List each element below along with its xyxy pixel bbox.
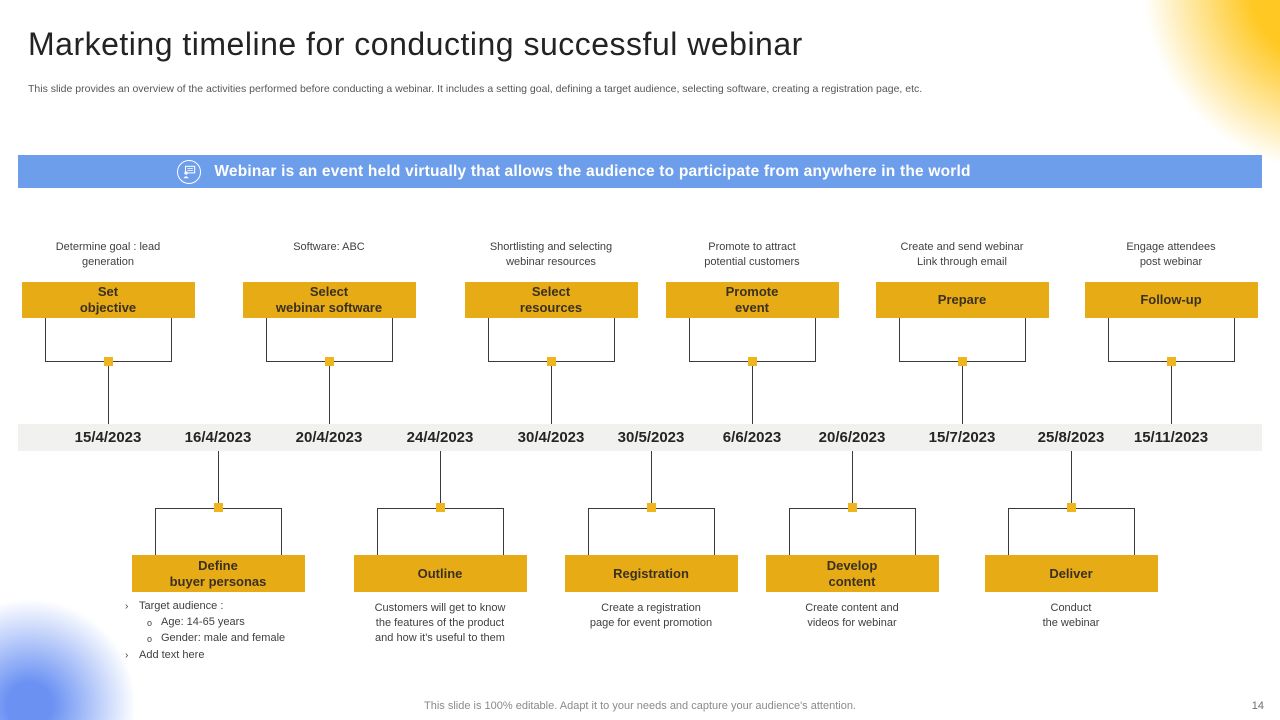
activity-label: Select resources [519,284,583,315]
connector-bracket [788,508,916,555]
presenter-icon [177,159,202,184]
connector-stem [217,451,219,508]
definition-banner: Webinar is an event held virtually that … [18,155,1262,188]
bullet-marker: o [147,617,153,628]
connector-marker [847,503,857,512]
bullet-marker: o [147,634,153,644]
bullet-marker: › [125,649,129,661]
timeline-date-bar: 15/4/2023 16/4/2023 20/4/2023 24/4/2023 … [18,424,1262,451]
connector-marker [324,357,334,366]
connector-marker [103,357,113,366]
activity-box: Follow-up [1084,282,1258,318]
activity-description: Create content and videos for webinar [805,602,899,629]
date-label: 15/11/2023 [1133,429,1209,446]
bullet-item: o Gender: male and female [147,631,323,648]
date-label: 25/8/2023 [1037,429,1105,446]
activity-bullet-list: › Target audience : o Age: 14-65 years o… [125,599,323,663]
bullet-item: › Target audience : [125,599,323,615]
activity-description: Software: ABC [293,241,365,253]
banner-text: Webinar is an event held virtually that … [214,162,971,180]
page-title: Marketing timeline for conducting succes… [28,26,803,62]
activity-description: Conduct the webinar [1042,602,1100,629]
connector-stem [439,451,441,508]
activity-box: Deliver [984,555,1158,592]
bullet-item: o Age: 14-65 years [147,615,323,632]
activity-box: Registration [564,555,738,592]
activity-description: Engage attendees post webinar [1126,241,1216,268]
activity-description: Customers will get to know the features … [374,602,506,644]
bullet-text: Age: 14-65 years [161,615,245,628]
connector-bracket [587,508,715,555]
connector-stem [107,362,109,424]
connector-marker [1066,503,1076,512]
connector-stem [550,362,552,424]
connector-stem [1070,451,1072,508]
activity-box: Define buyer personas [131,555,305,592]
connector-marker [546,357,556,366]
activity-label: Outline [417,565,463,581]
activity-label: Define buyer personas [169,557,267,589]
footer-note: This slide is 100% editable. Adapt it to… [424,700,856,712]
page-subtitle: This slide provides an overview of the a… [28,83,923,95]
yellow-corner-decoration [1130,0,1280,185]
activity-box: Select resources [464,282,638,318]
date-label: 15/7/2023 [928,429,996,446]
activity-box: Outline [353,555,527,592]
activity-description: Promote to attract potential customers [704,241,800,268]
activity-label: Select webinar software [275,284,383,315]
activity-label: Registration [613,565,689,581]
bullet-text: Target audience : [139,600,224,612]
connector-marker [646,503,656,512]
bullet-item: › Add text here [125,648,323,664]
date-label: 24/4/2023 [406,429,474,446]
date-label: 16/4/2023 [184,429,252,446]
activity-label: Prepare [937,292,987,307]
connector-marker [435,503,445,512]
connector-bracket [376,508,504,555]
connector-marker [213,503,223,512]
activity-box: Select webinar software [242,282,416,318]
bullet-marker: › [125,601,129,612]
activity-description: Shortlisting and selecting webinar resou… [489,241,613,268]
activity-label: Deliver [1049,565,1093,581]
date-label: 20/4/2023 [295,429,363,446]
connector-bracket [898,318,1026,362]
activity-label: Promote event [725,284,779,315]
connector-bracket [688,318,816,362]
activity-label: Set objective [79,284,137,315]
activity-box: Promote event [665,282,839,318]
activity-description: Determine goal : lead generation [55,241,161,268]
activity-box: Develop content [765,555,939,592]
connector-stem [650,451,652,508]
connector-bracket [154,508,282,555]
connector-stem [328,362,330,424]
connector-marker [957,357,967,366]
connector-bracket [1007,508,1135,555]
activity-box: Prepare [875,282,1049,318]
activity-description: Create and send webinar Link through ema… [900,241,1024,268]
blue-corner-decoration [0,588,147,720]
date-label: 30/4/2023 [517,429,585,446]
connector-bracket [1107,318,1235,362]
page-number: 14 [1251,700,1264,712]
activity-description: Create a registration page for event pro… [589,602,713,629]
connector-stem [1170,362,1172,424]
bullet-text: Add text here [139,648,205,661]
bullet-text: Gender: male and female [161,632,286,644]
date-label: 30/5/2023 [617,429,685,446]
connector-bracket [265,318,393,362]
connector-stem [751,362,753,424]
connector-marker [747,357,757,366]
connector-bracket [487,318,615,362]
date-label: 15/4/2023 [74,429,142,446]
activity-box: Set objective [21,282,195,318]
connector-stem [961,362,963,424]
connector-stem [851,451,853,508]
date-label: 20/6/2023 [818,429,886,446]
connector-bracket [44,318,172,362]
activity-label: Follow-up [1140,292,1202,307]
activity-label: Develop content [826,557,878,589]
date-label: 6/6/2023 [722,429,782,446]
connector-marker [1166,357,1176,366]
